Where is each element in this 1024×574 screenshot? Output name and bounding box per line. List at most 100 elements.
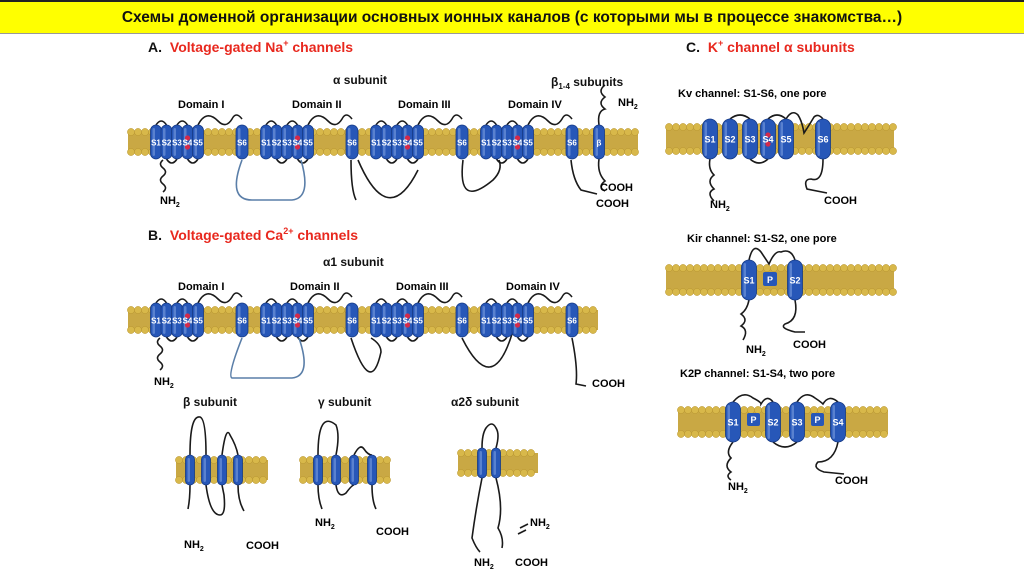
helix-highlight	[163, 128, 166, 156]
membrane-k2p-lipid-head	[705, 430, 713, 438]
helix-s3: S3	[171, 124, 183, 160]
helix-s1: S1	[260, 302, 272, 338]
k2p-pore-label: P	[814, 415, 820, 425]
kv-cooh-tail	[804, 158, 828, 194]
membrane-k2p-lipid-head	[684, 406, 692, 414]
membrane-kir-lipid-head	[868, 264, 876, 272]
membrane-kir-lipid-head	[819, 264, 827, 272]
membrane-kir-lipid-head	[756, 288, 764, 296]
helix-label: S3	[744, 135, 755, 145]
membrane-kir-lipid-head	[665, 264, 673, 272]
membrane-b-lipid-head	[323, 326, 331, 334]
membrane-a-lipid-head	[582, 148, 590, 156]
domain-label-a4: Domain IV	[508, 99, 562, 111]
membrane-a-lipid-head	[337, 128, 345, 136]
ca-short-loop	[506, 298, 519, 304]
membrane-kv-lipid-head	[840, 147, 848, 155]
membrane-b-lipid-head	[253, 306, 261, 314]
helix-s3: S3	[281, 302, 293, 338]
membrane-a-lipid-head	[449, 148, 457, 156]
nh2-label-a2d-2: NH2	[474, 557, 494, 571]
helix-highlight	[727, 405, 730, 439]
membrane-kir-lipid-head	[847, 264, 855, 272]
membrane-k2p-lipid-head	[705, 406, 713, 414]
membrane-kir-lipid-head	[714, 288, 722, 296]
helix-label: S4	[293, 139, 303, 148]
helix-highlight	[568, 306, 571, 334]
helix-label: S3	[791, 418, 802, 428]
helix-highlight	[503, 128, 506, 156]
helix-s4: S4	[760, 118, 776, 160]
na-pore-loop	[307, 114, 353, 126]
helix-highlight	[348, 306, 351, 334]
membrane-a-lipid-head	[428, 148, 436, 156]
membrane-a-lipid-head	[141, 128, 149, 136]
charge-dot	[294, 322, 301, 328]
membrane-b-lipid-head	[547, 326, 555, 334]
slide-title-banner: Схемы доменной организации основных ионн…	[0, 0, 1024, 34]
membrane-gamma-lipid-head	[306, 456, 314, 464]
membrane-a2d-lipid-head	[457, 469, 465, 477]
ca-short-loop	[296, 336, 309, 342]
membrane-a-lipid-head	[253, 128, 261, 136]
membrane-kir-lipid-head	[812, 264, 820, 272]
membrane-a2d-lipid-head	[506, 469, 514, 477]
helix-	[185, 454, 195, 486]
cooh-label-b1: COOH	[592, 378, 625, 390]
helix-label: S4	[832, 418, 843, 428]
membrane-kir-lipid-head	[875, 264, 883, 272]
nh2-label-a2d-1: NH2	[530, 517, 550, 531]
na-pore-loop	[197, 114, 243, 126]
membrane-k2p-lipid-head	[677, 430, 685, 438]
membrane-k2p-lipid-head	[880, 406, 888, 414]
membrane-beta-lipid-head	[210, 476, 218, 484]
helix-highlight	[152, 128, 155, 156]
helix-s6: S6	[565, 124, 579, 160]
ca-short-loop	[275, 336, 288, 342]
helix-highlight	[393, 306, 396, 334]
membrane-k2p-lipid-head	[880, 430, 888, 438]
ca-linker-1	[229, 337, 305, 379]
helix-s2: S2	[380, 302, 393, 338]
charge-dot	[404, 322, 411, 328]
membrane-b-lipid-head	[127, 326, 135, 334]
helix-s4: S4	[291, 124, 304, 160]
membrane-kir-lipid-head	[707, 264, 715, 272]
membrane-a-lipid-head	[631, 148, 639, 156]
domain-label-b3: Domain III	[396, 281, 449, 293]
membrane-b-lipid-head	[253, 326, 261, 334]
helix-s2: S2	[160, 302, 173, 338]
helix-s4: S4	[511, 302, 524, 338]
cooh-label-gamma: COOH	[376, 526, 409, 538]
gamma-loop-1	[317, 420, 339, 456]
helix-label: S1	[151, 139, 161, 148]
helix-s5: S5	[778, 118, 794, 160]
helix-label: S2	[382, 139, 392, 148]
membrane-kv-lipid-head	[847, 123, 855, 131]
membrane-kir-lipid-head	[889, 264, 897, 272]
na-short-loop	[495, 158, 508, 164]
membrane-a-lipid-head	[218, 148, 226, 156]
membrane-k2p-lipid-head	[873, 430, 881, 438]
helix-	[201, 454, 211, 486]
helix-s1: S1	[150, 124, 162, 160]
helix-highlight	[414, 306, 417, 334]
membrane-b-lipid-head	[533, 306, 541, 314]
helix-s4: S4	[181, 124, 194, 160]
helix-s1: S1	[260, 124, 272, 160]
na-short-loop	[286, 120, 299, 126]
membrane-a-lipid-head	[134, 128, 142, 136]
ca-short-loop	[165, 336, 178, 342]
helix-highlight	[152, 306, 155, 334]
helix-highlight	[173, 128, 176, 156]
helix-label: S6	[817, 135, 828, 145]
helix-s6: S6	[235, 124, 249, 160]
helix-highlight	[704, 122, 707, 156]
helix-label: S2	[789, 276, 800, 286]
charge-dot	[294, 313, 301, 319]
helix-highlight	[524, 306, 527, 334]
charge-dot	[404, 144, 411, 150]
helix-s5: S5	[192, 302, 204, 338]
na-short-loop	[275, 158, 288, 164]
helix-label: S4	[513, 139, 523, 148]
